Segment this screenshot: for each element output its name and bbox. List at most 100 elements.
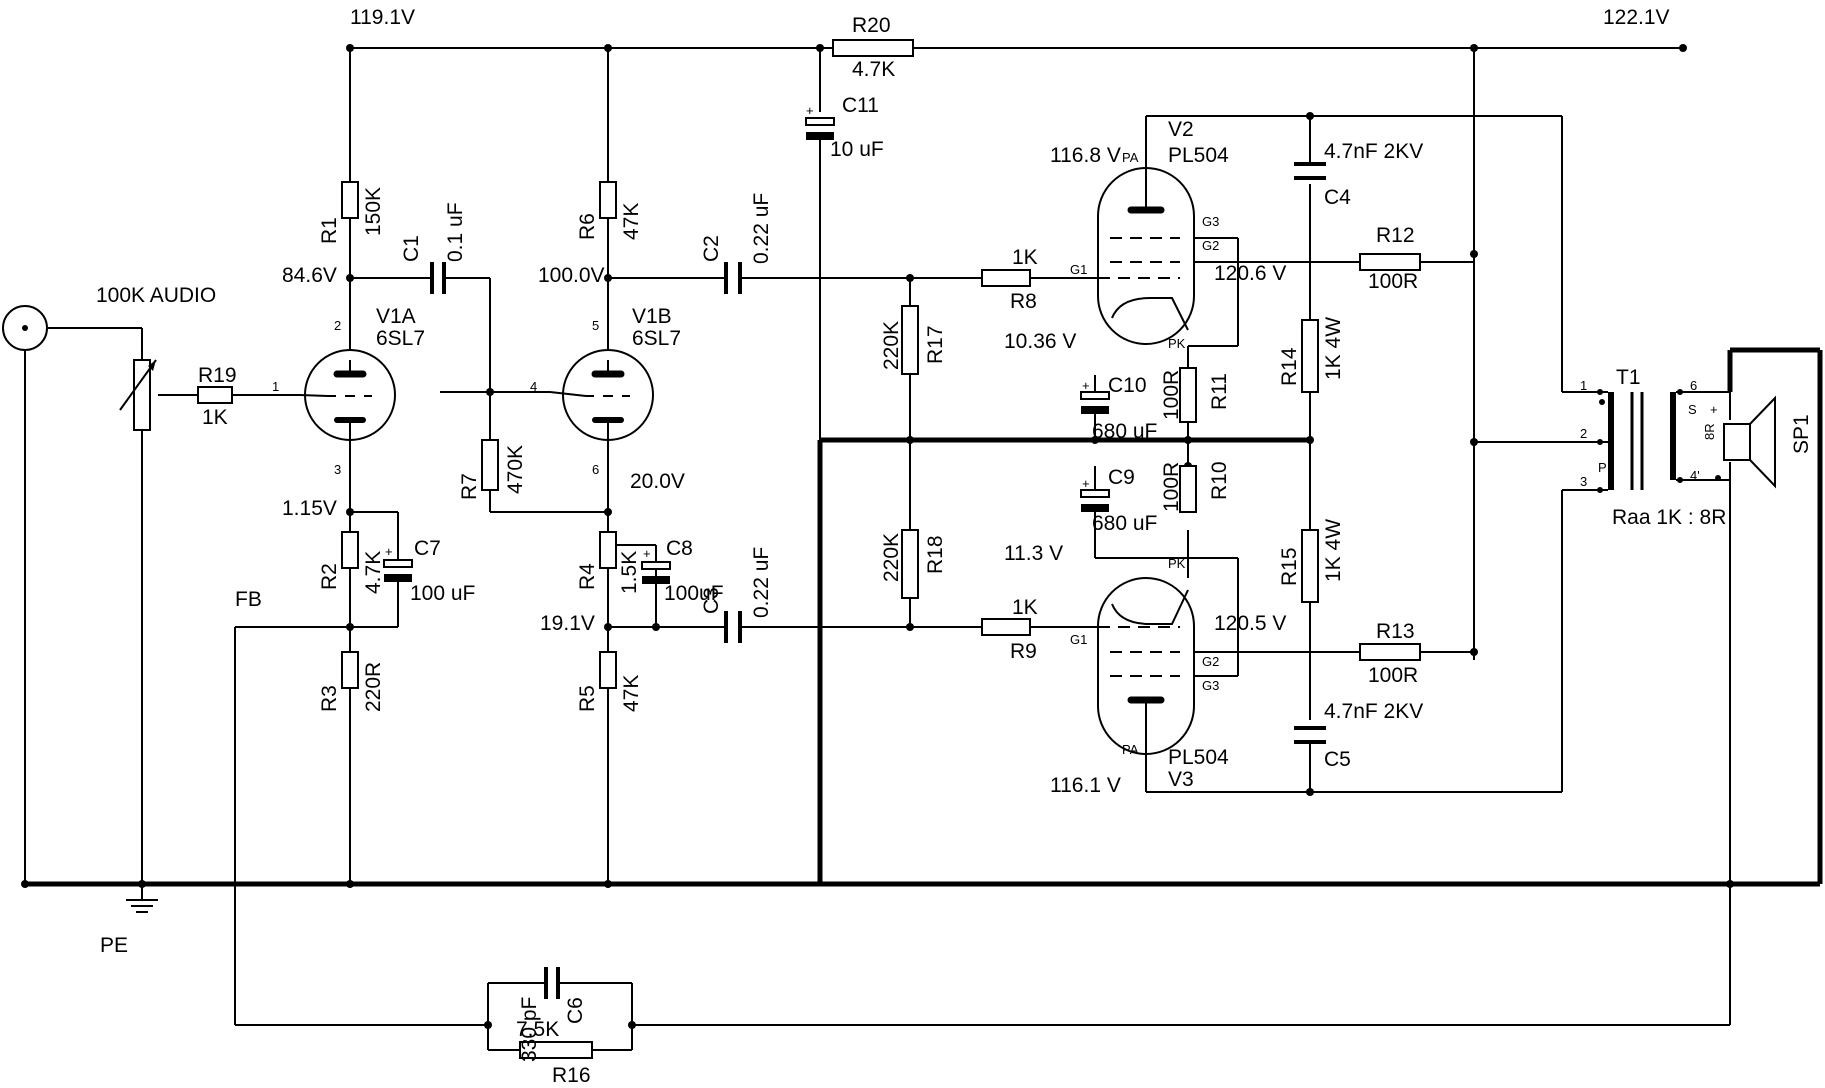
label-pot-value: 100K AUDIO xyxy=(96,284,216,307)
label-r7-ref: R7 xyxy=(458,473,481,500)
r13-body xyxy=(1359,643,1421,661)
voltage-v2-cathode: 10.36 V xyxy=(1004,330,1076,353)
r20-body xyxy=(832,39,914,57)
label-r20-ref: R20 xyxy=(852,14,891,37)
tube-v3 xyxy=(1097,577,1195,755)
ground-symbol xyxy=(126,884,158,913)
label-r2-value: 4.7K xyxy=(362,551,385,594)
voltage-v3-anode: 116.1 V xyxy=(1050,774,1121,797)
label-r11-ref: R11 xyxy=(1208,373,1231,410)
label-c2-value: 0.22 uF xyxy=(750,193,773,264)
component-labels: R1 150K C1 0.1 uF V1A 6SL7 R2 4.7K C7 10… xyxy=(96,14,1813,1087)
label-r1-ref: R1 xyxy=(318,217,341,244)
label-c11-plus: + xyxy=(806,103,814,118)
label-r15-ref: R15 xyxy=(1278,547,1301,586)
label-r7-value: 470K xyxy=(504,445,527,494)
label-v2-ref: V2 xyxy=(1168,118,1194,141)
label-v1b-ref: V1B xyxy=(632,305,672,328)
label-sp1-ref: SP1 xyxy=(1790,414,1813,454)
label-v3-ref: V3 xyxy=(1168,768,1194,791)
label-v3-value: PL504 xyxy=(1168,746,1229,769)
label-r13-value: 100R xyxy=(1368,664,1418,687)
label-r15-value: 1K 4W xyxy=(1322,519,1345,582)
pin-v3-pk: PK xyxy=(1168,556,1186,571)
label-r13-ref: R13 xyxy=(1376,620,1415,643)
label-c10-plus: + xyxy=(1082,378,1090,393)
label-c7-plus: + xyxy=(385,544,393,559)
pin-v1a-grid: 1 xyxy=(272,379,279,394)
label-r8-ref: R8 xyxy=(1010,290,1037,313)
label-r6-value: 47K xyxy=(620,203,643,240)
pin-v3-g3: G3 xyxy=(1202,678,1219,693)
voltage-v1b-cathode-r5: 19.1V xyxy=(540,612,595,635)
label-r5-value: 47K xyxy=(620,675,643,712)
label-c9-plus: + xyxy=(1082,476,1090,491)
label-r2-ref: R2 xyxy=(318,563,341,590)
r3-body xyxy=(341,651,359,689)
label-c8-value: 100uF xyxy=(664,582,724,605)
label-c8-ref: C8 xyxy=(666,537,693,560)
label-c10-ref: C10 xyxy=(1108,374,1147,397)
r16-body xyxy=(519,1041,593,1059)
r15-body xyxy=(1301,529,1319,603)
label-r9-ref: R9 xyxy=(1010,640,1037,663)
label-c7-value: 100 uF xyxy=(410,582,475,605)
label-r16-ref: R16 xyxy=(552,1064,591,1087)
label-r20-value: 4.7K xyxy=(852,58,895,81)
r10-body xyxy=(1179,465,1197,513)
label-r3-value: 220R xyxy=(362,662,385,712)
label-r14-value: 1K 4W xyxy=(1322,317,1345,380)
r18-body xyxy=(901,529,919,599)
label-c11-ref: C11 xyxy=(842,94,879,117)
label-c9-ref: C9 xyxy=(1108,466,1135,489)
label-r4-ref: R4 xyxy=(576,563,599,590)
pin-t1-p2: 2 xyxy=(1580,426,1587,441)
label-r19-value: 1K xyxy=(202,406,228,429)
voltage-v1a-anode: 84.6V xyxy=(282,264,337,287)
label-c3-value: 0.22 uF xyxy=(750,547,773,618)
misc-labels: FB PE xyxy=(100,588,262,957)
label-v1a-ref: V1A xyxy=(376,305,416,328)
label-r10-value: 100R xyxy=(1160,462,1183,512)
tube-v1a xyxy=(299,349,396,450)
label-r3-ref: R3 xyxy=(318,685,341,712)
pin-t1-p1: 1 xyxy=(1580,378,1587,393)
r12-body xyxy=(1359,253,1421,271)
label-v1a-value: 6SL7 xyxy=(376,327,425,350)
label-v1b-value: 6SL7 xyxy=(632,327,681,350)
label-r9-value: 1K xyxy=(1012,596,1038,619)
label-c6-value: 330 pF xyxy=(518,997,541,1062)
tube-v1b xyxy=(549,349,654,450)
label-c1-value: 0.1 uF xyxy=(444,202,467,262)
label-r11-value: 100R xyxy=(1160,370,1183,420)
label-r1-value: 150K xyxy=(362,187,385,236)
voltage-v1b-anode: 100.0V xyxy=(538,264,605,287)
pin-t1-s6: 6 xyxy=(1690,378,1697,393)
speaker xyxy=(1723,395,1776,489)
pin-t1-s4: 4' xyxy=(1690,468,1700,483)
label-c3-ref: C3 xyxy=(700,587,723,614)
label-t1-value: Raa 1K : 8R xyxy=(1612,506,1726,529)
voltage-v3-cathode: 11.3 V xyxy=(1004,542,1063,565)
r1-body xyxy=(341,181,359,219)
label-r17-value: 220K xyxy=(880,321,903,370)
label-c4-value: 4.7nF 2KV xyxy=(1324,140,1423,163)
pin-v1a-cathode: 3 xyxy=(334,462,341,477)
pin-v2-pa: PA xyxy=(1122,150,1139,165)
r2-body xyxy=(341,531,359,569)
input-jack xyxy=(2,305,48,351)
label-r12-ref: R12 xyxy=(1376,224,1415,247)
resistors xyxy=(197,39,1421,1059)
label-r17-ref: R17 xyxy=(924,325,947,364)
pin-v2-g3: G3 xyxy=(1202,214,1219,229)
voltage-v3-g2: 120.5 V xyxy=(1214,612,1286,635)
voltage-labels: 119.1V 122.1V 84.6V 1.15V 100.0V 20.0V 1… xyxy=(282,6,1670,797)
label-r8-value: 1K xyxy=(1012,246,1038,269)
label-r14-ref: R14 xyxy=(1278,347,1301,386)
volume-pot xyxy=(119,359,157,431)
label-pe: PE xyxy=(100,934,128,957)
label-c5-ref: C5 xyxy=(1324,748,1351,771)
capacitors xyxy=(383,117,1326,999)
label-c4-ref: C4 xyxy=(1324,186,1351,209)
